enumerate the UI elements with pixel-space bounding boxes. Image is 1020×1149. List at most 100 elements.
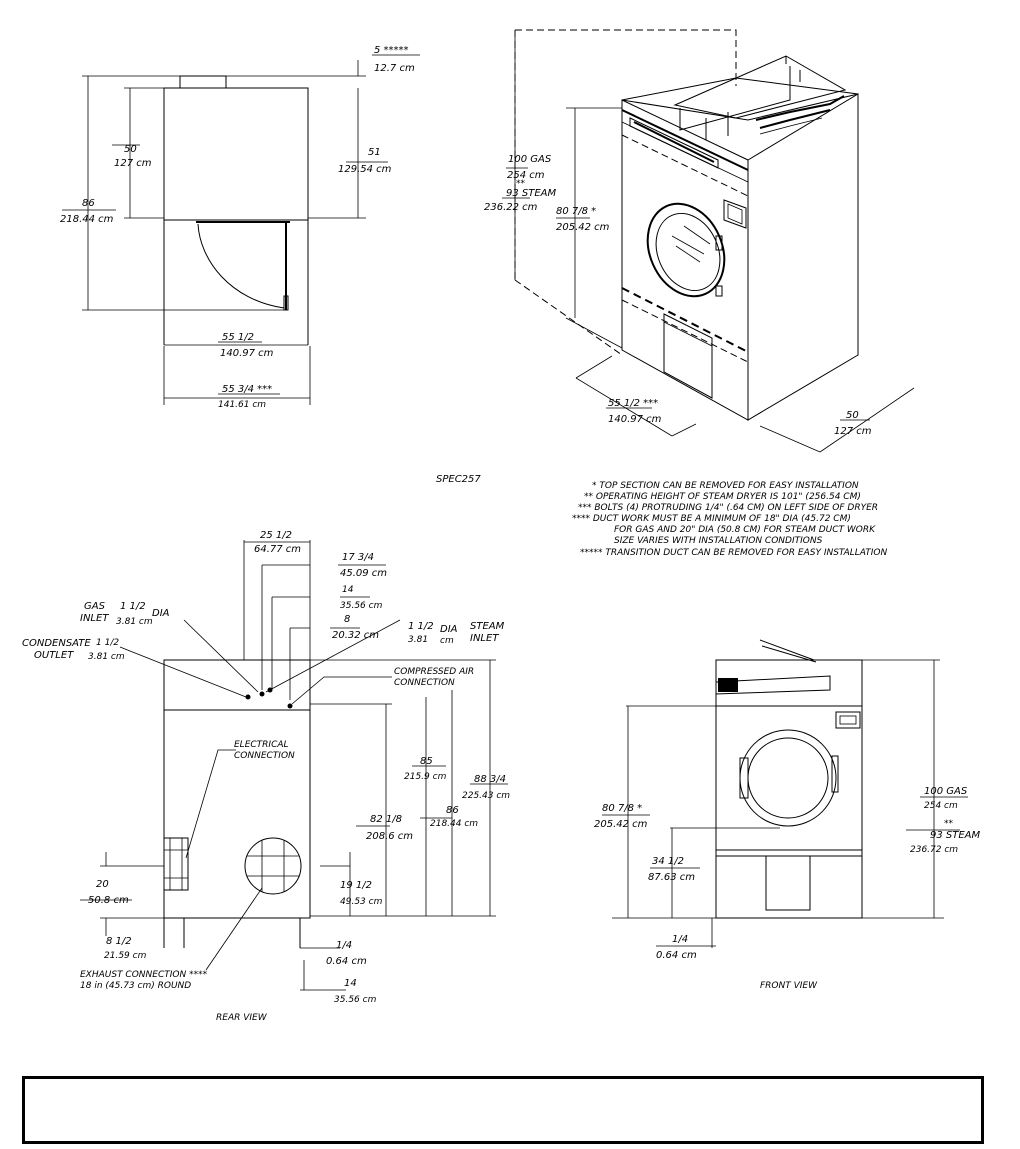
upper-height-inch: 51: [368, 147, 381, 158]
front-steam-height-cm: 236.72 cm: [910, 845, 958, 855]
steam-inlet-dia-cm: cm: [440, 636, 454, 646]
rear-dim-82-cm: 208.6 cm: [366, 831, 413, 842]
note-line-4: **** DUCT WORK MUST BE A MINIMUM OF 18" …: [572, 514, 851, 524]
bolt-width-inch: 55 3/4 ***: [222, 384, 272, 395]
electrical-label-2: CONNECTION: [234, 751, 295, 761]
rear-dim-86-inch: 86: [446, 805, 459, 816]
iso-width-inch: 55 1/2 ***: [608, 398, 658, 409]
rear-dim-19-inch: 19 1/2: [340, 880, 372, 891]
steam-inlet-dia: DIA: [440, 624, 458, 635]
control-panel: [723, 199, 747, 229]
width-cm: 140.97 cm: [220, 348, 274, 359]
rear-dim-85-cm: 215.9 cm: [404, 772, 447, 782]
steam-inlet-label-2: INLET: [470, 633, 499, 644]
front-control-panel: [835, 711, 861, 729]
top-height-inch: 50: [124, 144, 137, 155]
gas-inlet-size-inch: 1 1/2: [120, 601, 146, 612]
side-face: [747, 93, 859, 421]
iso-steam-height-inch: 93 STEAM: [506, 188, 557, 199]
iso-gas-height-inch: 100 GAS: [508, 154, 552, 165]
dryer-body-outline: [163, 87, 309, 221]
note-line-7: ***** TRANSITION DUCT CAN BE REMOVED FOR…: [580, 548, 888, 558]
iso-steam-height-cm: 236.22 cm: [484, 202, 538, 213]
note-line-5: FOR GAS AND 20" DIA (50.8 CM) FOR STEAM …: [614, 525, 876, 535]
rear-dim-17-inch: 17 3/4: [342, 552, 374, 563]
front-door-height-cm: 87.63 cm: [648, 872, 695, 883]
notes-block: * TOP SECTION CAN BE REMOVED FOR EASY IN…: [572, 481, 888, 558]
front-body-outline: [715, 659, 863, 919]
iso-operating-height-cm: 205.42 cm: [556, 222, 610, 233]
rear-dim-82-inch: 82 1/8: [370, 814, 402, 825]
rear-dim-14-cm: 35.56 cm: [340, 601, 383, 611]
side-elevation-view: 5 ***** 12.7 cm 50 127 cm 51 129.54 cm 8…: [60, 45, 420, 410]
front-steam-height-inch: 93 STEAM: [930, 830, 981, 841]
note-line-3: *** BOLTS (4) PROTRUDING 1/4" (.64 CM) O…: [578, 503, 878, 513]
total-height-inch: 86: [82, 198, 95, 209]
iso-depth-inch: 50: [846, 410, 859, 421]
isometric-view: 100 GAS 254 cm ** 93 STEAM 236.22 cm 80 …: [484, 29, 915, 453]
front-view-title: FRONT VIEW: [760, 981, 818, 991]
rear-dim-20-cm: 50.8 cm: [88, 895, 129, 906]
transition-dim-inch: 5 *****: [374, 45, 409, 56]
front-door-height-inch: 34 1/2: [652, 856, 684, 867]
lint-door: [663, 313, 713, 399]
condensate-label-1: CONDENSATE: [22, 638, 91, 649]
width-inch: 55 1/2: [222, 332, 254, 343]
front-gas-height-inch: 100 GAS: [924, 786, 968, 797]
rear-dim-88-inch: 88 3/4: [474, 774, 506, 785]
rear-view-title: REAR VIEW: [216, 1013, 268, 1023]
front-door: [739, 729, 837, 827]
gas-inlet-label-2: INLET: [80, 613, 109, 624]
condensate-label-2: OUTLET: [34, 650, 74, 661]
rear-dim-quarter-cm: 0.64 cm: [326, 956, 367, 967]
rear-dim-8-inch: 8: [344, 614, 350, 625]
rear-view: 25 1/2 64.77 cm 17 3/4 45.09 cm 14 35.56…: [22, 530, 510, 1023]
note-line-6: SIZE VARIES WITH INSTALLATION CONDITIONS: [614, 536, 823, 546]
door-porthole: [646, 202, 726, 298]
spec-id-label: SPEC257: [436, 474, 481, 485]
steam-inlet-size-cm: 3.81: [408, 635, 428, 645]
rear-dim-19-cm: 49.53 cm: [340, 897, 383, 907]
compressed-air-label-1: COMPRESSED AIR: [394, 667, 474, 677]
rear-dim-25-cm: 64.77 cm: [254, 544, 301, 555]
gas-inlet-label-1: GAS: [84, 601, 106, 612]
front-quarter-cm: 0.64 cm: [656, 950, 697, 961]
front-operating-inch: 80 7/8 *: [602, 803, 642, 814]
rear-dim-8-cm: 20.32 cm: [332, 630, 379, 641]
transition-dim-cm: 12.7 cm: [374, 63, 415, 74]
rear-dim-17-cm: 45.09 cm: [340, 568, 387, 579]
rear-dim-86-cm: 218.44 cm: [430, 819, 478, 829]
iso-gas-height-cm: 254 cm: [507, 170, 545, 181]
exhaust-label-1: EXHAUST CONNECTION ****: [80, 970, 208, 980]
rear-dim-8h-cm: 21.59 cm: [104, 951, 147, 961]
front-view: 80 7/8 * 205.42 cm 34 1/2 87.63 cm 1/4 0…: [594, 639, 981, 991]
bolt-width-cm: 141.61 cm: [218, 400, 266, 410]
gas-inlet-dia: DIA: [152, 608, 170, 619]
rear-dim-14-inch: 14: [342, 585, 354, 595]
front-quarter-inch: 1/4: [672, 934, 688, 945]
rear-dim-8h-inch: 8 1/2: [106, 936, 132, 947]
rear-dim-25-inch: 25 1/2: [260, 530, 292, 541]
condensate-size-cm: 3.81 cm: [88, 652, 125, 662]
iso-operating-height-inch: 80 7/8 *: [556, 206, 596, 217]
rear-dim-85-inch: 85: [420, 756, 433, 767]
front-operating-cm: 205.42 cm: [594, 819, 648, 830]
door-swing-arc: [197, 223, 285, 309]
steam-inlet-size-inch: 1 1/2: [408, 621, 434, 632]
notes-frame-box: [22, 1076, 984, 1144]
iso-steam-mark: **: [516, 179, 526, 189]
compressed-air-label-2: CONNECTION: [394, 678, 455, 688]
electrical-box: [163, 837, 189, 891]
note-line-1: * TOP SECTION CAN BE REMOVED FOR EASY IN…: [592, 481, 859, 491]
rear-body-outline: [163, 659, 311, 919]
top-height-cm: 127 cm: [114, 158, 152, 169]
transition-duct: [179, 75, 227, 89]
condensate-size-inch: 1 1/2: [96, 638, 119, 648]
front-steam-mark: **: [944, 819, 954, 829]
rear-dim-14b-inch: 14: [344, 978, 357, 989]
exhaust-label-2: 18 in (45.73 cm) ROUND: [80, 981, 191, 991]
steam-inlet-label-1: STEAM: [470, 621, 505, 632]
rear-dim-14b-cm: 35.56 cm: [334, 995, 377, 1005]
rear-dim-20-inch: 20: [96, 879, 109, 890]
